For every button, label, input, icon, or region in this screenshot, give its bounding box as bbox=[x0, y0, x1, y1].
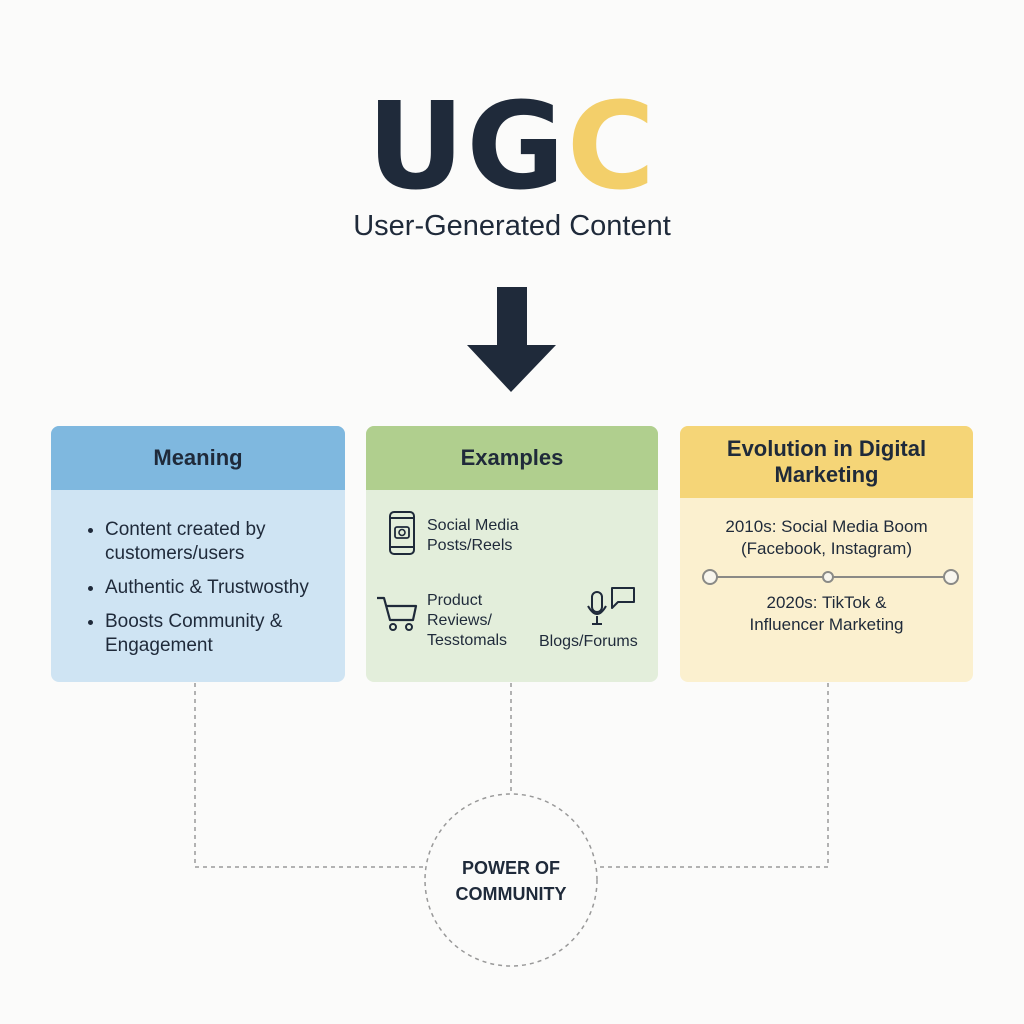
connector-meaning bbox=[194, 683, 425, 868]
example-product-reviews: Product Reviews/ Tesstomals bbox=[427, 592, 508, 649]
shopping-cart-icon bbox=[377, 596, 418, 631]
timeline-node bbox=[702, 569, 718, 585]
evolution-title: Evolution in Digital Marketing bbox=[680, 426, 973, 498]
list-item: Boosts Community & Engagement bbox=[105, 610, 345, 658]
list-item: Authentic & Trustwosthy bbox=[105, 576, 345, 600]
power-of-community-label: POWER OF COMMUNITY bbox=[455, 858, 567, 904]
meaning-title: Meaning bbox=[51, 426, 345, 490]
timeline bbox=[702, 569, 959, 585]
meaning-list: Content created by customers/users Authe… bbox=[51, 518, 345, 658]
list-item: Content created by customers/users bbox=[105, 518, 345, 566]
meaning-card: Meaning Content created by customers/use… bbox=[51, 426, 345, 682]
timeline-2010s: 2010s: Social Media Boom (Facebook, Inst… bbox=[725, 517, 928, 558]
timeline-node bbox=[822, 571, 834, 583]
example-social-media: Social Media Posts/Reels bbox=[427, 517, 519, 554]
connector-evolution bbox=[597, 683, 829, 868]
timeline-node bbox=[943, 569, 959, 585]
examples-title: Examples bbox=[366, 426, 658, 490]
down-arrow-icon bbox=[467, 287, 556, 392]
microphone-chat-icon bbox=[587, 587, 635, 625]
community-circle bbox=[424, 793, 598, 967]
timeline-2020s: 2020s: TikTok & Influencer Marketing bbox=[749, 593, 904, 634]
example-blogs-forums: Blogs/Forums bbox=[539, 633, 638, 650]
ugc-logo: UGC bbox=[366, 78, 657, 217]
examples-card: Examples Social Media Posts/Reels Produc… bbox=[366, 426, 658, 682]
smartphone-camera-icon bbox=[389, 511, 415, 555]
subtitle: User-Generated Content bbox=[353, 210, 671, 242]
evolution-card: Evolution in Digital Marketing 2010s: So… bbox=[680, 426, 973, 682]
